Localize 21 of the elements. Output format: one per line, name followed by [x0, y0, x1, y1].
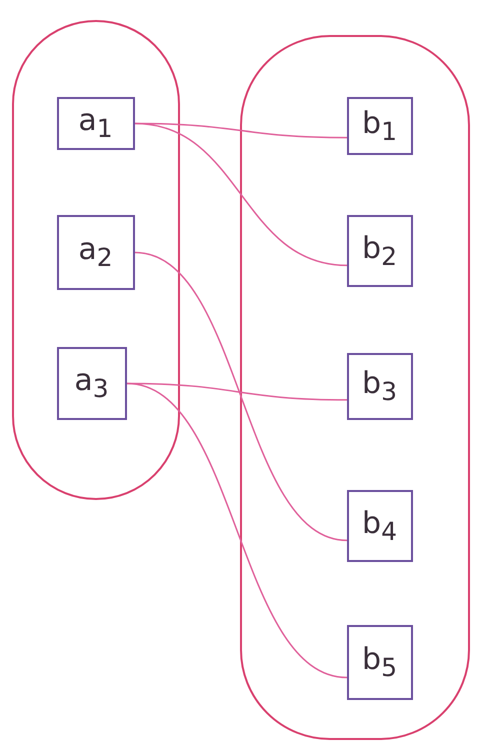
node-box: [346, 96, 412, 154]
node-box: [346, 214, 412, 286]
connector-line: [134, 122, 348, 266]
node-label: b$_{3}$: [362, 366, 397, 406]
node-box: [346, 352, 412, 420]
node-label: b$_{1}$: [362, 106, 397, 146]
connector-line: [126, 382, 348, 678]
node-box: [56, 346, 126, 420]
connector-line: [134, 252, 348, 542]
group-outline: [12, 20, 180, 500]
node-box: [56, 96, 134, 150]
node-box: [56, 214, 134, 290]
group-outline: [240, 35, 470, 740]
node-box: [346, 624, 412, 700]
node-label: b$_{2}$: [362, 230, 397, 270]
node-label: a$_{3}$: [74, 363, 109, 403]
node-label: b$_{5}$: [362, 642, 397, 682]
node-label: a$_{1}$: [78, 103, 113, 143]
node-label: a$_{2}$: [78, 232, 113, 272]
node-box: [346, 490, 412, 562]
node-label: b$_{4}$: [362, 506, 397, 546]
